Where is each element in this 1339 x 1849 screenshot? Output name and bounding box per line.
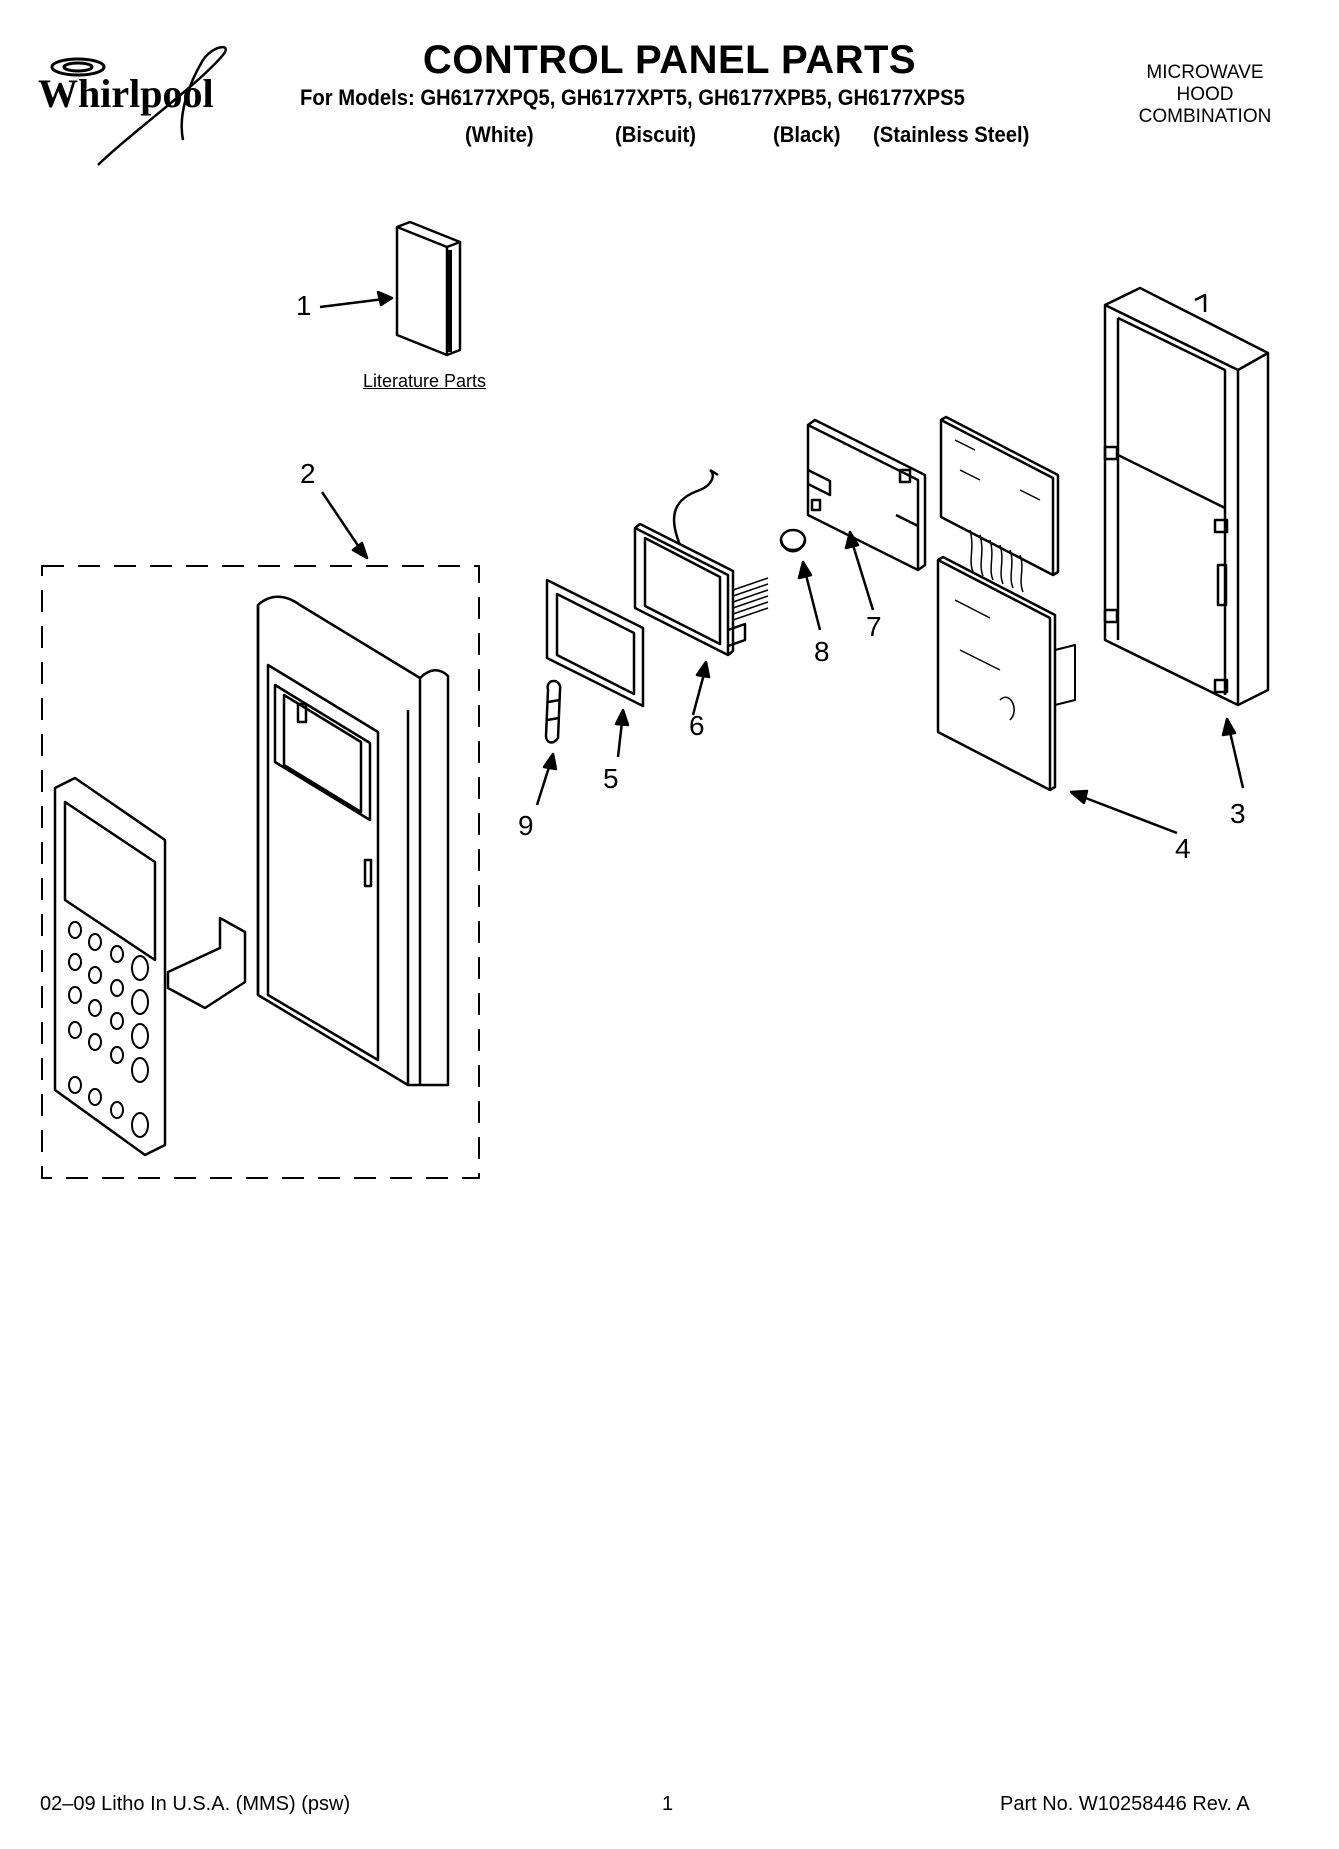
literature-booklet [395,220,462,357]
arrowhead [1069,789,1089,805]
callout-5: 5 [603,763,619,794]
arrowhead [376,290,394,307]
page-number: 1 [662,1793,674,1815]
leader-line-8 [804,574,822,631]
callout-3: 3 [1230,798,1246,829]
arrowhead [1221,717,1237,737]
lcd-display [633,468,769,657]
callout-9: 9 [518,810,534,841]
product-type-line: COMBINATION [1138,106,1272,127]
whirlpool-logo-graphic: Whirlpool [38,46,227,166]
arrowhead [351,541,369,560]
control-housing [1103,286,1270,707]
arrowhead [844,530,860,550]
arrowhead [614,708,630,727]
literature-parts-label: Literature Parts [363,371,487,391]
callout-8: 8 [814,636,830,667]
leader-line-9 [535,763,552,806]
product-type-line: MICROWAVE [1146,62,1264,83]
print-info: 02–09 Litho In U.S.A. (MMS) (psw) [40,1793,351,1815]
window-gasket [545,578,645,708]
leader-line-6 [691,673,706,716]
leader-line-4 [1082,795,1178,835]
control-panel-frame [256,595,450,1087]
callout-6: 6 [689,710,705,741]
product-type: MICROWAVE HOOD COMBINATION [1120,62,1290,128]
whirlpool-logo: Whirlpool [38,45,268,180]
variant-black: (Black) [773,122,841,147]
product-type-line: HOOD [1176,84,1234,105]
leader-line-5 [616,721,624,758]
arrowhead [695,660,711,679]
callout-7: 7 [866,611,882,642]
leader-line-7 [851,544,875,611]
callout-1: 1 [296,290,312,321]
arrowhead [542,752,558,771]
leader-line-3 [1228,731,1245,789]
models-line: For Models: GH6177XPQ5, GH6177XPT5, GH61… [300,85,965,110]
part-number: Part No. W10258446 Rev. A [1000,1793,1250,1815]
variant-stainless-steel: (Stainless Steel) [873,122,1030,147]
light-pipe [544,679,562,744]
callout-4: 4 [1175,833,1191,864]
assembly-boundary [41,565,480,1179]
membrane-keypad [53,776,247,1157]
mounting-bracket [806,418,927,572]
control-board [936,415,1076,792]
callout-2: 2 [300,458,316,489]
page-title: CONTROL PANEL PARTS [422,38,917,82]
knob [779,528,807,553]
variant-white: (White) [465,122,534,147]
variant-biscuit: (Biscuit) [615,122,696,147]
logo-wordmark: Whirlpool [38,71,214,116]
arrowhead [797,560,813,580]
leader-line-2 [320,491,365,554]
